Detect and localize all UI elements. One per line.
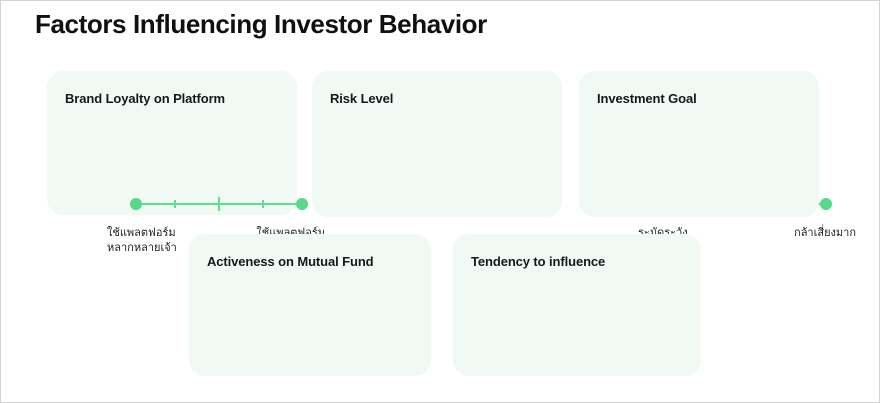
slider-dot-end[interactable]	[296, 198, 308, 210]
card-title: Activeness on Mutual Fund	[207, 254, 374, 269]
factor-card-tendency-to-influence: Tendency to influence หาข้อมูล น้อย ตัดส…	[453, 234, 701, 376]
factor-card-activeness: Activeness on Mutual Fund ไม่ค่อย เคลื่อ…	[189, 234, 431, 376]
card-title: Brand Loyalty on Platform	[65, 91, 226, 106]
page-title: Factors Influencing Investor Behavior	[35, 9, 487, 39]
factor-card-risk-level: Risk Level ระมัดระวัง มาก กล้าเสี่ยงมาก	[312, 71, 856, 254]
slider-label-start: ใช้แพลตฟอร์ม หลากหลายเจ้า	[107, 227, 177, 254]
slider-tick-2	[218, 197, 220, 211]
slider-tick-3	[262, 200, 264, 208]
slider-label-end: กล้าเสี่ยงมาก	[794, 227, 856, 239]
rating-slider[interactable]	[130, 197, 308, 211]
card-title: Risk Level	[330, 91, 394, 106]
slider-tick-1	[174, 200, 176, 208]
card-title: Investment Goal	[597, 91, 697, 106]
factor-card-brand-loyalty: Brand Loyalty on Platform ใช้แพลตฟอร์ม ห…	[47, 71, 325, 269]
slider-dot-start[interactable]	[130, 198, 142, 210]
factor-card-investment-goal: Investment Goal ระยะยาว ผสม ระยะสั้น	[579, 71, 819, 217]
card-title: Tendency to influence	[471, 254, 606, 269]
slider-dot-end[interactable]	[820, 198, 832, 210]
